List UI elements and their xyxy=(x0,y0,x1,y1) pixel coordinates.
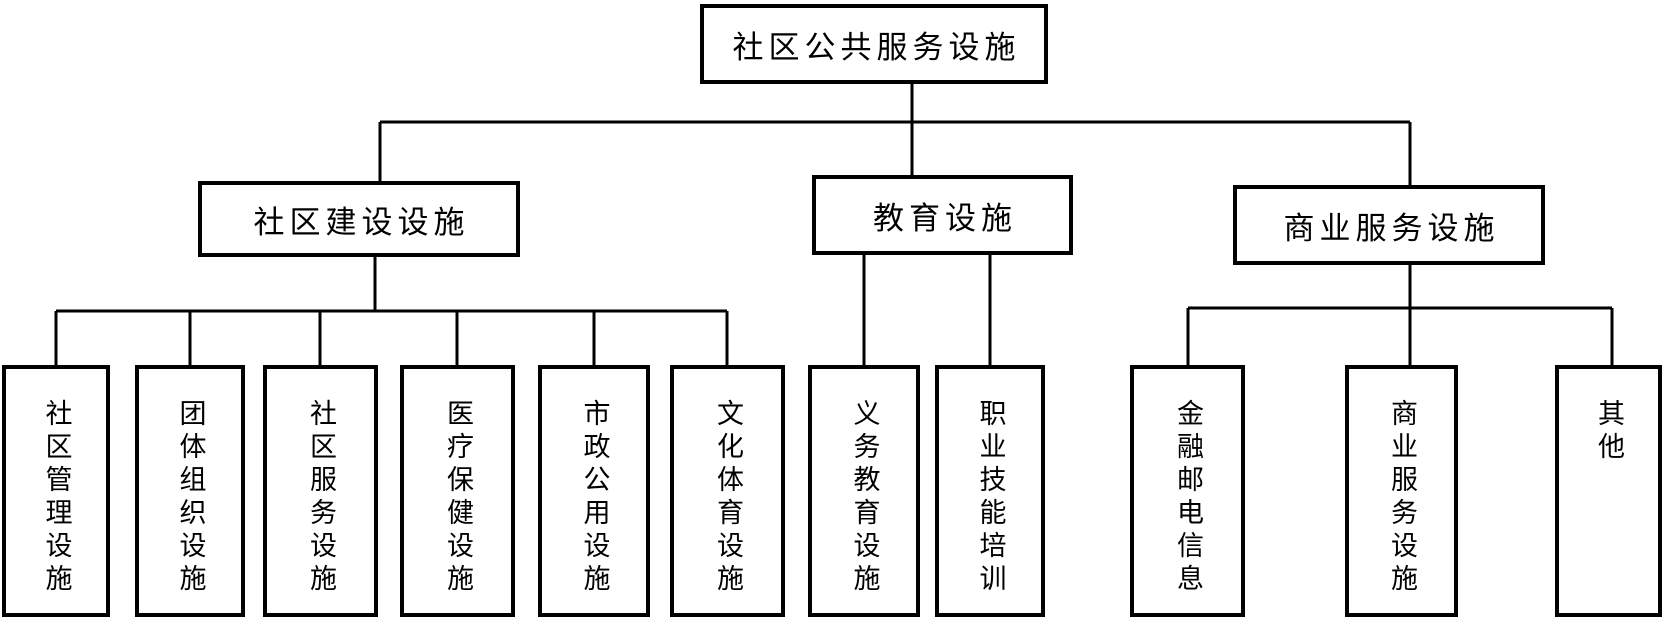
leaf-finance-postal-telecom-info: 金融邮电信息 xyxy=(1130,365,1245,617)
leaf-commercial-service-facilities: 商业服务设施 xyxy=(1345,365,1458,617)
leaf-vocational-skills-training: 职业技能培训 xyxy=(935,365,1045,617)
leaf-community-management-facilities: 社区管理设施 xyxy=(2,365,110,617)
node-label: 社区建设设施 xyxy=(253,204,470,241)
node-community-public-service-facilities: 社区公共服务设施 xyxy=(700,4,1048,84)
node-label: 教育设施 xyxy=(873,200,1017,237)
node-education-facilities: 教育设施 xyxy=(812,175,1073,255)
connector-path xyxy=(54,84,1614,365)
leaf-other: 其他 xyxy=(1555,365,1662,617)
leaf-medical-health-facilities: 医疗保健设施 xyxy=(400,365,515,617)
node-label: 医疗保健设施 xyxy=(442,399,473,597)
node-community-construction-facilities: 社区建设设施 xyxy=(198,181,520,257)
node-commercial-service-facilities: 商业服务设施 xyxy=(1233,185,1545,265)
node-label: 市政公用设施 xyxy=(578,399,610,597)
node-label: 职业技能培训 xyxy=(974,399,1006,597)
node-label: 义务教育设施 xyxy=(848,399,880,597)
leaf-compulsory-education-facilities: 义务教育设施 xyxy=(808,365,920,617)
leaf-municipal-public-facilities: 市政公用设施 xyxy=(538,365,650,617)
node-label: 文化体育设施 xyxy=(712,399,743,597)
node-label: 团体组织设施 xyxy=(174,399,206,597)
node-label: 社区公共服务设施 xyxy=(732,29,1021,66)
node-label: 商业服务设施 xyxy=(1283,210,1500,247)
node-label: 金融邮电信息 xyxy=(1172,399,1203,597)
leaf-group-organization-facilities: 团体组织设施 xyxy=(135,365,245,617)
node-label: 其他 xyxy=(1593,399,1624,465)
leaf-culture-sports-facilities: 文化体育设施 xyxy=(670,365,785,617)
node-label: 社区管理设施 xyxy=(40,399,72,597)
node-label: 商业服务设施 xyxy=(1386,399,1417,597)
node-label: 社区服务设施 xyxy=(305,399,336,597)
leaf-community-service-facilities: 社区服务设施 xyxy=(263,365,378,617)
